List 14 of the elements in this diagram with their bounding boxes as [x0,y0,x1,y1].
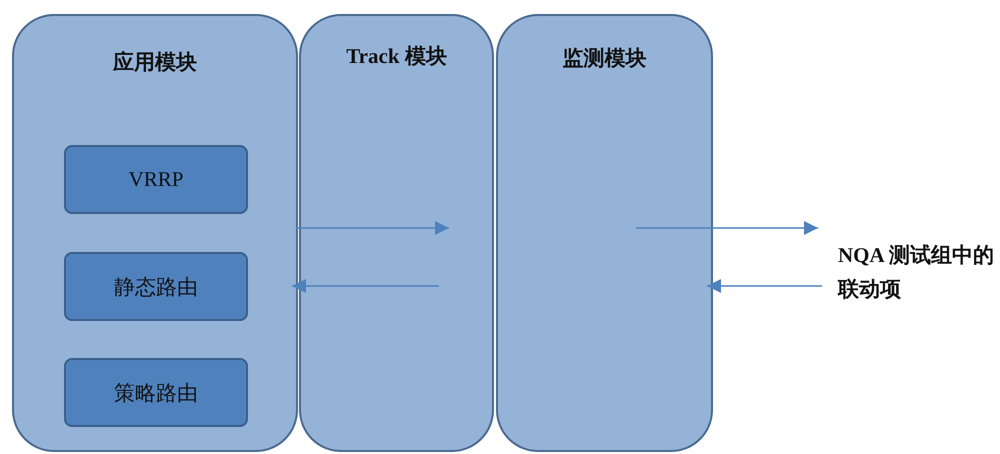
arrow [707,279,822,293]
module-panel [299,14,494,452]
module-title: Track 模块 [345,43,448,70]
arrow [636,221,818,235]
module-title: 监测模块 [562,45,648,72]
linked-item-label: NQA 测试组中的联动项 [838,238,1000,306]
function-box: 静态路由 [64,252,248,321]
arrow [296,221,449,235]
module-title: 应用模块 [112,49,198,76]
module-panel [496,14,713,452]
arrow [292,279,439,293]
module-panel [12,14,298,452]
function-box: VRRP [64,145,248,214]
function-box: 策略路由 [64,358,248,427]
